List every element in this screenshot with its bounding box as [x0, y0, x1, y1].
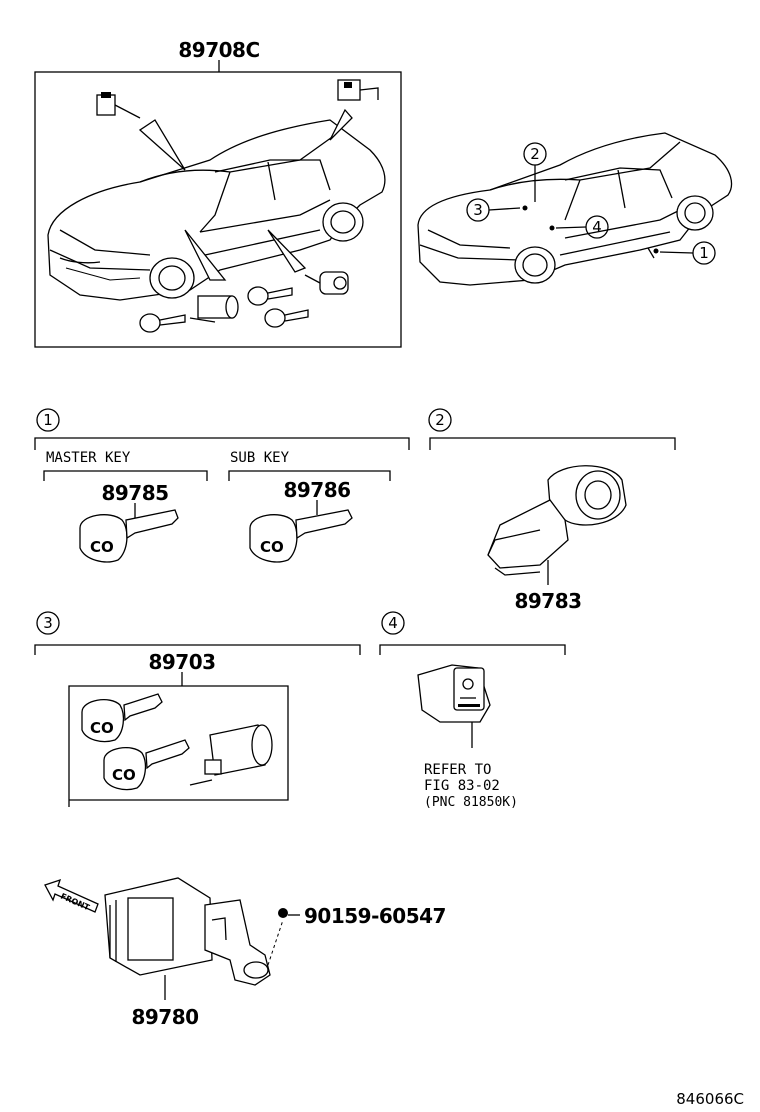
- cylinder-set-frame: [68, 685, 289, 807]
- ignition-cylinder-icon: [189, 295, 239, 323]
- callout-3-top: 3: [466, 198, 521, 222]
- group-2-header: 2: [428, 408, 676, 450]
- ignition-switch-icon: [487, 465, 627, 576]
- refer-line-2: FIG 83-02: [424, 778, 500, 794]
- security-indicator-icon: [417, 664, 491, 723]
- cylinder-set-key-2-icon: CO: [103, 739, 190, 791]
- callout-4-top: 4: [555, 215, 609, 239]
- door-lock-cylinder-icon: [96, 92, 141, 119]
- svg-text:4: 4: [592, 218, 602, 236]
- cylinder-set-cylinder-icon: [189, 724, 273, 786]
- ignition-switch-part-number: 89783: [514, 589, 581, 613]
- callout-1-top: 1: [659, 241, 716, 265]
- svg-text:CO: CO: [90, 719, 114, 737]
- svg-text:3: 3: [43, 614, 53, 632]
- trunk-lock-cylinder-icon: [337, 79, 379, 101]
- ecu-module-icon: [104, 877, 271, 986]
- group-1-header: 1: [34, 408, 410, 450]
- svg-text:CO: CO: [260, 538, 284, 556]
- master-key-part-number: 89785: [101, 481, 168, 505]
- sub-key-label: SUB KEY: [230, 450, 290, 466]
- sub-key-part-number: 89786: [283, 478, 350, 502]
- svg-text:CO: CO: [112, 766, 136, 784]
- kit-part-number: 89708C: [178, 38, 259, 62]
- key-small-icon-1: [139, 313, 186, 333]
- refer-line-3: (PNC 81850K): [424, 795, 518, 810]
- bolt-icon: [278, 908, 300, 918]
- svg-text:3: 3: [473, 201, 483, 219]
- car-left-illustration: [47, 79, 386, 333]
- kit-frame: [34, 71, 402, 348]
- group-3-header: 3: [34, 611, 361, 655]
- bolt-part-number: 90159-60547: [304, 904, 446, 928]
- cylinder-set-part-number: 89703: [148, 650, 215, 674]
- group-4-header: 4: [379, 611, 566, 655]
- car-right-illustration: [417, 132, 733, 286]
- front-arrow-icon: FRONT: [44, 878, 99, 913]
- svg-text:4: 4: [388, 614, 398, 632]
- glovebox-lock-cylinder-icon: [304, 271, 349, 295]
- callout-2-top: 2: [523, 142, 547, 202]
- key-small-icon-2: [247, 286, 293, 306]
- master-key-icon: CO: [79, 509, 179, 563]
- svg-text:2: 2: [530, 145, 540, 163]
- svg-text:1: 1: [699, 244, 709, 262]
- svg-text:CO: CO: [90, 538, 114, 556]
- ecu-part-number: 89780: [131, 1005, 198, 1029]
- refer-line-1: REFER TO: [424, 762, 491, 778]
- sub-key-icon: CO: [249, 509, 353, 563]
- svg-text:2: 2: [435, 411, 445, 429]
- master-key-label: MASTER KEY: [46, 450, 131, 466]
- cylinder-set-key-1-icon: CO: [81, 693, 163, 743]
- key-small-icon-3: [264, 308, 309, 328]
- svg-text:1: 1: [43, 411, 53, 429]
- diagram-code: 846066C: [676, 1090, 744, 1108]
